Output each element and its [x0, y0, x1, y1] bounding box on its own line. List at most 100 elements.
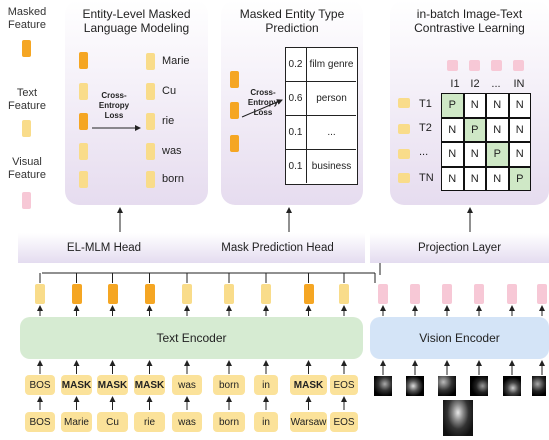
contrastive-image-feature-1	[447, 60, 458, 71]
row-label-3: ...	[419, 146, 429, 158]
matrix-cell-3-4: N	[508, 142, 531, 167]
visual-feature-6	[537, 284, 547, 304]
original-token-6: born	[213, 412, 245, 432]
portrait-image	[443, 400, 473, 436]
matrix-cell-3-1: N	[441, 142, 464, 167]
original-token-2: Marie	[61, 412, 92, 432]
input-token-5: was	[172, 375, 202, 395]
elmlm-panel-title: Entity-Level Masked Language Modeling	[82, 7, 191, 35]
original-token-8: Warsaw	[290, 412, 327, 432]
image-patch-3	[438, 376, 456, 396]
input-token-7: in	[254, 375, 278, 395]
elmlm-output-1	[146, 53, 155, 70]
text-feature-6	[224, 284, 234, 304]
input-token-6: born	[213, 375, 245, 395]
original-token-5: was	[172, 412, 202, 432]
text-feature-1	[35, 284, 45, 304]
contrastive-text-feature-4	[398, 173, 410, 183]
met-prob-4: 0.1	[288, 160, 303, 172]
visual-feature-swatch	[22, 192, 31, 209]
image-patch-2	[406, 376, 424, 396]
col-label-2: I2	[470, 78, 480, 90]
vision-encoder: Vision Encoder	[370, 317, 549, 359]
row-label-4: TN	[419, 172, 434, 184]
original-token-3: Cu	[97, 412, 128, 432]
elmlm-output-3	[146, 113, 155, 130]
elmlm-panel	[65, 0, 208, 205]
matrix-cell-1-1: P	[441, 93, 464, 118]
matrix-cell-2-2: P	[463, 117, 486, 142]
elmlm-head: EL-MLM Head	[18, 233, 190, 263]
elmlm-output-4	[146, 143, 155, 160]
elmlm-word-5: born	[162, 173, 185, 185]
met-feature-1	[230, 71, 239, 88]
visual-feature-3	[442, 284, 452, 304]
met-type-3: ...	[327, 126, 336, 138]
elmlm-word-3: rie	[162, 115, 175, 127]
col-label-1: I1	[450, 78, 460, 90]
met-panel-title: Masked Entity Type Prediction	[239, 7, 345, 35]
text-feature-4	[144, 284, 155, 304]
original-token-4: rie	[134, 412, 165, 432]
met-loss-label: Cross-Entropy Loss	[247, 88, 279, 117]
matrix-cell-2-4: N	[508, 117, 531, 142]
matrix-cell-3-2: N	[463, 142, 486, 167]
met-feature-2	[230, 102, 239, 119]
input-token-2: MASK	[61, 375, 92, 395]
contrastive-image-feature-2	[469, 60, 480, 71]
elmlm-output-2	[146, 83, 155, 100]
elmlm-loss-label: Cross-Entropy Loss	[98, 91, 130, 120]
visual-feature-2	[410, 284, 420, 304]
col-label-4: IN	[513, 78, 525, 90]
elmlm-feature-1	[79, 52, 88, 69]
matrix-cell-1-3: N	[486, 93, 509, 118]
visual-feature-4	[474, 284, 484, 304]
text-feature-8	[303, 284, 314, 304]
input-token-9: EOS	[330, 375, 358, 395]
text-encoder: Text Encoder	[20, 317, 363, 359]
visual-feature-5	[507, 284, 517, 304]
met-feature-3	[230, 135, 239, 152]
masked-feature-swatch	[22, 40, 31, 57]
original-token-7: in	[254, 412, 278, 432]
matrix-cell-2-1: N	[441, 117, 464, 142]
text-feature-7	[261, 284, 271, 304]
legend-masked-title: Masked Feature	[7, 6, 47, 31]
row-label-1: T1	[419, 98, 432, 110]
contrastive-image-feature-4	[513, 60, 524, 71]
met-table-row-divider-1	[285, 81, 356, 82]
col-label-3: ...	[491, 78, 501, 90]
legend-text-title: Text Feature	[8, 87, 46, 112]
text-feature-5	[182, 284, 192, 304]
input-token-4: MASK	[134, 375, 165, 395]
original-token-1: BOS	[25, 412, 55, 432]
text-feature-3	[107, 284, 118, 304]
projection-layer: Projection Layer	[370, 233, 549, 263]
text-feature-9	[339, 284, 349, 304]
elmlm-feature-4	[79, 143, 88, 160]
contrastive-panel-title: in-batch Image-Text Contrastive Learning	[414, 7, 525, 35]
elmlm-output-5	[146, 171, 155, 188]
matrix-cell-4-1: N	[441, 166, 464, 191]
text-feature-swatch	[22, 120, 31, 137]
elmlm-feature-2	[79, 83, 88, 100]
met-type-1: film genre	[309, 58, 354, 70]
image-patch-6	[532, 376, 546, 396]
met-prob-1: 0.2	[288, 58, 303, 70]
input-token-3: MASK	[97, 375, 128, 395]
image-patch-1	[374, 376, 392, 396]
met-type-4: business	[311, 160, 352, 172]
matrix-cell-4-4: P	[508, 166, 531, 191]
visual-feature-1	[378, 284, 388, 304]
input-token-8: MASK	[290, 375, 327, 395]
contrastive-image-feature-3	[491, 60, 502, 71]
matrix-cell-4-3: N	[486, 166, 509, 191]
elmlm-feature-3	[79, 113, 88, 130]
elmlm-feature-5	[79, 171, 88, 188]
mask-prediction-head: Mask Prediction Head	[190, 233, 365, 263]
contrastive-text-feature-1	[398, 98, 410, 108]
met-loss-arrow	[241, 99, 283, 118]
elmlm-word-1: Marie	[162, 55, 190, 67]
legend-visual-title: Visual Feature	[8, 156, 46, 181]
